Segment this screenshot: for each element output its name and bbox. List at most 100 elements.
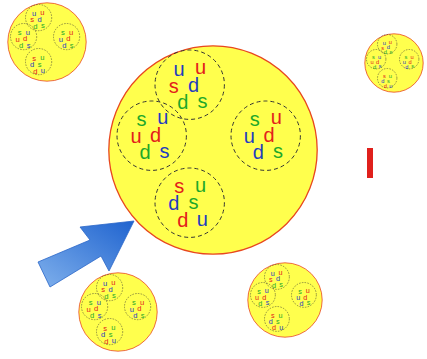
quark-letter: d xyxy=(384,84,387,90)
hexaquark-circle: uusdds xyxy=(377,34,397,54)
hexaquark-circle: suudds xyxy=(250,282,276,308)
quark-letter: s xyxy=(273,141,283,161)
quark-letter: d xyxy=(387,45,390,51)
hexaquark-circle: suudds xyxy=(53,23,80,50)
quark-slot: s xyxy=(197,91,207,111)
dashed-ring xyxy=(292,282,317,307)
quark-slot: d xyxy=(37,9,41,25)
quark-slot: d xyxy=(264,125,275,145)
red-bar xyxy=(367,148,373,178)
quark-letter: u xyxy=(197,209,208,229)
quark-letter: d xyxy=(384,50,387,56)
quark-slot: d xyxy=(387,36,390,52)
quark-letter: d xyxy=(133,312,137,320)
dashed-ring xyxy=(251,282,276,307)
quark-slot: d xyxy=(90,305,94,321)
quark-letter: d xyxy=(37,16,41,24)
yellow-disc xyxy=(109,46,317,254)
particle-circle: uusddssuuddssuuddssudsdu xyxy=(7,2,87,82)
quark-slot: u xyxy=(197,209,208,229)
quark-letter: d xyxy=(62,42,66,50)
quark-slot: d xyxy=(408,51,411,67)
quark-letter: s xyxy=(307,299,311,306)
quark-slot: d xyxy=(33,61,37,77)
quark-slot: u xyxy=(41,60,45,76)
quark-letter: d xyxy=(299,300,303,307)
dashed-ring xyxy=(264,307,289,332)
quark-letter: d xyxy=(94,305,98,313)
quark-slot: d xyxy=(384,75,387,91)
quark-slot: d xyxy=(33,16,37,32)
quark-letter: d xyxy=(303,294,307,301)
quark-letter: s xyxy=(197,91,207,111)
quark-letter: d xyxy=(408,60,411,66)
quark-slot: d xyxy=(384,41,387,57)
quark-slot: d xyxy=(23,28,27,44)
quark-letter: d xyxy=(177,210,188,230)
dashed-ring xyxy=(96,274,122,300)
quark-slot: d xyxy=(104,286,108,302)
quark-letter: d xyxy=(108,286,112,294)
dashed-ring xyxy=(25,4,51,30)
quark-slot: u xyxy=(389,75,392,91)
quark-slot: d xyxy=(376,51,379,67)
quark-slot: d xyxy=(139,142,150,162)
dashed-ring xyxy=(11,23,37,49)
quark-letter: s xyxy=(112,292,116,300)
hexaquark-circle: suudds xyxy=(116,100,187,171)
particle-circle: uusddssuuddssuuddssudsdu xyxy=(108,45,318,255)
quark-slot: d xyxy=(104,331,108,347)
quark-letter: d xyxy=(177,92,188,112)
yellow-disc xyxy=(79,273,157,351)
quark-slot: d xyxy=(62,35,66,51)
quark-slot: s xyxy=(112,285,116,301)
quark-slot: d xyxy=(405,56,408,72)
dashed-ring xyxy=(125,293,151,319)
yellow-disc xyxy=(8,3,86,81)
quark-letter: s xyxy=(41,22,45,30)
quark-slot: s xyxy=(27,35,31,51)
hexaquark-circle: uusdds xyxy=(96,274,123,301)
quark-letter: s xyxy=(70,42,74,50)
hexaquark-circle: sudsdu xyxy=(25,48,52,75)
quark-letter: d xyxy=(405,65,408,71)
quark-letter: d xyxy=(66,35,70,43)
hexaquark-circle: suudds xyxy=(399,49,419,69)
quark-slot: s xyxy=(279,274,283,290)
quark-letter: d xyxy=(23,35,27,43)
quark-letter: d xyxy=(258,300,262,307)
dashed-ring xyxy=(25,49,51,75)
hexaquark-circle: suudds xyxy=(291,282,317,308)
quark-slot: d xyxy=(94,298,98,314)
quark-slot: d xyxy=(276,268,280,284)
quark-slot: d xyxy=(19,35,23,51)
quark-letter: d xyxy=(33,23,37,31)
hexaquark-circle: suudds xyxy=(81,293,108,320)
hexaquark-circle: uusdds xyxy=(264,264,290,290)
hexaquark-circle: sudsdu xyxy=(154,167,225,238)
particle-circle: uusddssuuddssuuddssudsdu xyxy=(364,33,424,93)
quark-slot: s xyxy=(70,35,74,51)
quark-slot: s xyxy=(379,55,382,71)
quark-letter: d xyxy=(376,60,379,66)
dashed-ring xyxy=(399,49,418,68)
quark-letter: d xyxy=(264,125,275,145)
quark-letter: d xyxy=(272,324,276,331)
quark-letter: d xyxy=(272,282,276,289)
quark-letter: s xyxy=(98,312,102,320)
dashed-ring xyxy=(155,168,224,237)
quark-letter: u xyxy=(389,84,392,90)
quark-slot: d xyxy=(262,287,266,303)
quark-letter: u xyxy=(279,324,283,331)
dashed-ring xyxy=(82,293,108,319)
hexaquark-circle: uusdds xyxy=(25,4,52,31)
quark-slot: d xyxy=(66,28,70,44)
quark-letter: d xyxy=(139,142,150,162)
particle-circle: uusddssuuddssuuddssudsdu xyxy=(78,272,158,352)
quark-slot: d xyxy=(253,142,264,162)
quark-letter: d xyxy=(253,142,264,162)
quark-letter: s xyxy=(411,64,414,70)
quark-letter: s xyxy=(390,50,393,56)
hexaquark-circle: suudds xyxy=(230,100,301,171)
